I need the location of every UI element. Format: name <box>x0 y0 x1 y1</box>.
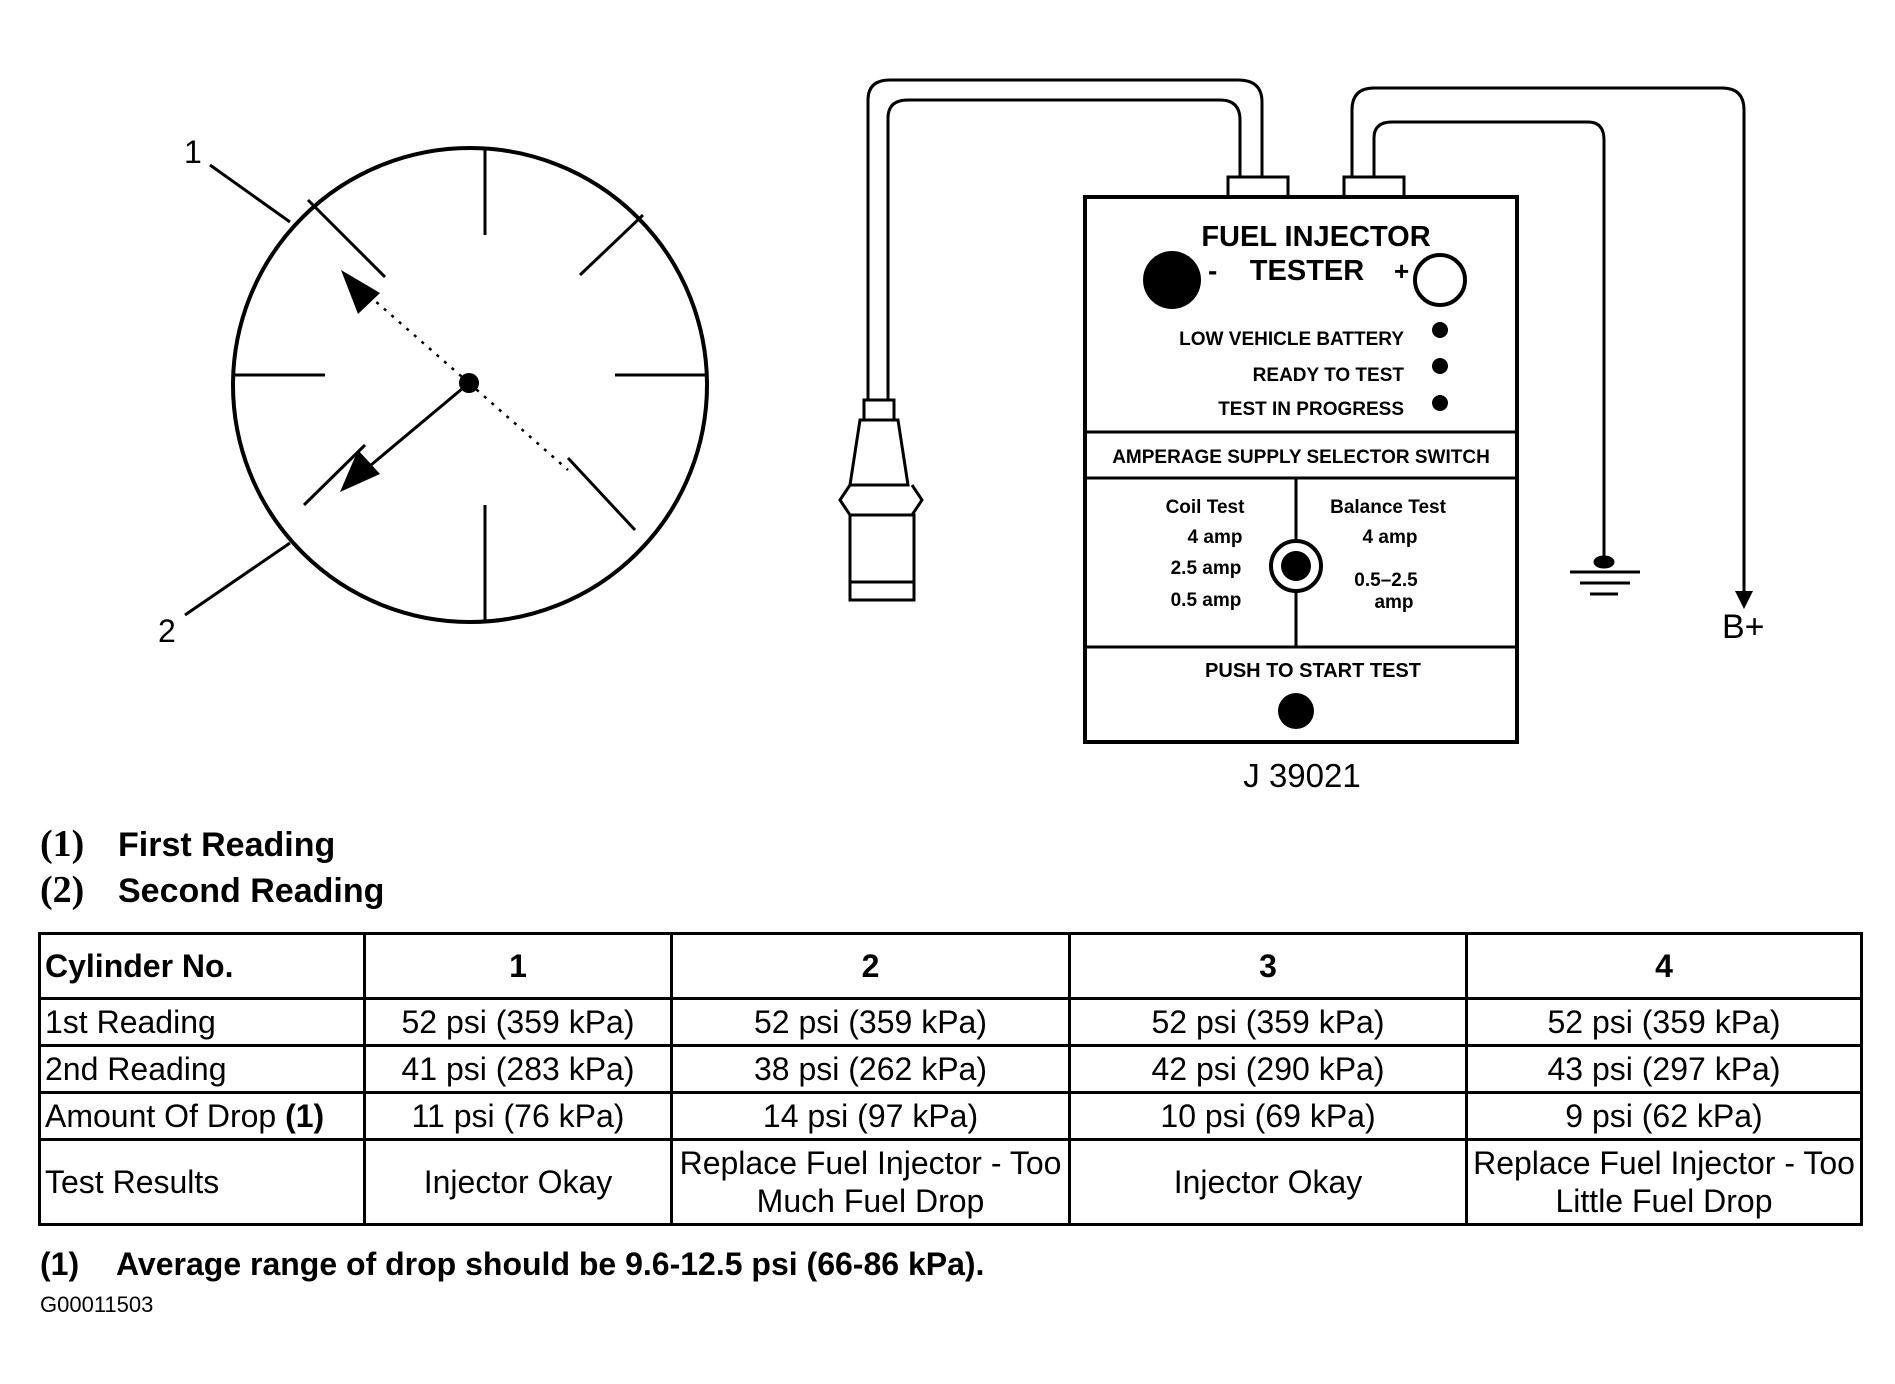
push-to-start-button <box>1278 693 1314 729</box>
table-cell: Replace Fuel Injector - Too Little Fuel … <box>1465 1138 1863 1226</box>
callout-2-label: 2 <box>158 613 176 649</box>
callout-1-label: 1 <box>184 134 202 170</box>
table-cell: 52 psi (359 kPa) <box>670 997 1071 1047</box>
table-header-row: Cylinder No. 1 2 3 4 <box>38 932 1863 1000</box>
legend-item-2: (2) Second Reading <box>40 868 384 912</box>
coil-test-2-5amp: 2.5 amp <box>1171 558 1242 579</box>
table-cell: Injector Okay <box>363 1138 673 1226</box>
power-cable <box>1350 86 1753 609</box>
tester-title: FUEL INJECTOR <box>1201 221 1430 253</box>
positive-terminal-label: + <box>1394 256 1409 286</box>
legend-label: Second Reading <box>118 872 385 910</box>
row-label: 1st Reading <box>38 997 366 1047</box>
table-cell: 43 psi (297 kPa) <box>1465 1044 1863 1094</box>
indicator-low-battery-label: LOW VEHICLE BATTERY <box>1179 329 1404 350</box>
fuel-injector-tester: FUEL INJECTOR TESTER - + LOW VEHICLE BAT… <box>1083 175 1519 794</box>
row-label: Test Results <box>38 1138 366 1226</box>
legend-number: (2) <box>40 869 85 911</box>
indicator-low-battery-led <box>1432 322 1448 338</box>
coil-test-4amp: 4 amp <box>1188 527 1243 548</box>
legend-item-1: (1) First Reading <box>40 822 335 866</box>
table-cell: 9 psi (62 kPa) <box>1465 1091 1863 1141</box>
indicator-ready-led <box>1432 358 1448 374</box>
table-row: 2nd Reading 41 psi (283 kPa) 38 psi (262… <box>38 1044 1863 1094</box>
battery-positive-label: B+ <box>1722 608 1765 646</box>
header-cell: 2 <box>670 932 1071 1000</box>
header-cell: 4 <box>1465 932 1863 1000</box>
ground-icon <box>1570 555 1640 596</box>
indicator-in-progress-label: TEST IN PROGRESS <box>1218 399 1404 420</box>
balance-test-range: 0.5–2.5 <box>1354 570 1418 591</box>
table-cell: 52 psi (359 kPa) <box>1465 997 1863 1047</box>
push-to-start-label: PUSH TO START TEST <box>1205 660 1421 682</box>
table-cell: 52 psi (359 kPa) <box>1068 997 1468 1047</box>
negative-terminal-label: - <box>1208 255 1217 286</box>
table-cell: 10 psi (69 kPa) <box>1068 1091 1468 1141</box>
table-row: 1st Reading 52 psi (359 kPa) 52 psi (359… <box>38 997 1863 1047</box>
footnote-text: Average range of drop should be 9.6-12.5… <box>116 1246 985 1282</box>
table-cell: 52 psi (359 kPa) <box>363 997 673 1047</box>
header-cell: Cylinder No. <box>38 932 366 1000</box>
table-row: Amount Of Drop (1) 11 psi (76 kPa) 14 ps… <box>38 1091 1863 1141</box>
legend-number: (1) <box>40 823 85 865</box>
selector-knob-inner <box>1281 551 1311 581</box>
first-reading-arrowhead <box>341 270 380 314</box>
callout-2-leader <box>184 541 291 617</box>
selector-switch-title: AMPERAGE SUPPLY SELECTOR SWITCH <box>1112 447 1490 468</box>
table-cell: Replace Fuel Injector - Too Much Fuel Dr… <box>670 1138 1071 1226</box>
figure-id: G00011503 <box>40 1292 154 1317</box>
row-label: 2nd Reading <box>38 1044 366 1094</box>
table-row: Test Results Injector Okay Replace Fuel … <box>38 1138 1863 1226</box>
negative-terminal <box>1143 251 1201 309</box>
footnote: (1) Average range of drop should be 9.6-1… <box>40 1246 984 1283</box>
legend-label: First Reading <box>118 826 336 864</box>
footnote-number: (1) <box>40 1246 80 1282</box>
first-reading-needle-tail <box>468 382 569 471</box>
header-cell: 3 <box>1068 932 1468 1000</box>
positive-terminal <box>1413 253 1467 307</box>
gauge-ticks <box>233 148 706 622</box>
injector-balance-test-table: Cylinder No. 1 2 3 4 1st Reading 52 psi … <box>38 932 1863 1226</box>
balance-test-4amp: 4 amp <box>1363 527 1418 548</box>
table-cell: 14 psi (97 kPa) <box>670 1091 1071 1141</box>
row-label: Amount Of Drop (1) <box>38 1091 366 1141</box>
table-cell: 41 psi (283 kPa) <box>363 1044 673 1094</box>
table-cell: 42 psi (290 kPa) <box>1068 1044 1468 1094</box>
indicator-ready-label: READY TO TEST <box>1253 365 1405 386</box>
indicator-in-progress-led <box>1432 395 1448 411</box>
second-reading-arrowhead <box>340 450 380 492</box>
tester-subtitle: TESTER <box>1250 255 1364 287</box>
tester-model-number: J 39021 <box>1243 757 1360 794</box>
callout-1-leader <box>209 163 291 224</box>
injector-connector <box>838 78 1264 602</box>
balance-test-range-unit: amp <box>1374 592 1413 613</box>
table-cell: Injector Okay <box>1068 1138 1468 1226</box>
table-cell: 11 psi (76 kPa) <box>363 1091 673 1141</box>
fuel-pressure-test-diagram: 1 2 B+ FUEL INJECTOR TESTER - <box>158 78 1765 794</box>
coil-test-label: Coil Test <box>1166 497 1245 518</box>
coil-test-0-5amp: 0.5 amp <box>1171 590 1242 611</box>
second-reading-needle <box>364 381 470 472</box>
footnote-reference: (1) <box>285 1098 325 1134</box>
header-cell: 1 <box>363 932 673 1000</box>
row-label-text: Amount Of Drop <box>45 1098 277 1134</box>
pressure-gauge: 1 2 <box>158 134 709 649</box>
table-cell: 38 psi (262 kPa) <box>670 1044 1071 1094</box>
balance-test-label: Balance Test <box>1330 497 1446 518</box>
